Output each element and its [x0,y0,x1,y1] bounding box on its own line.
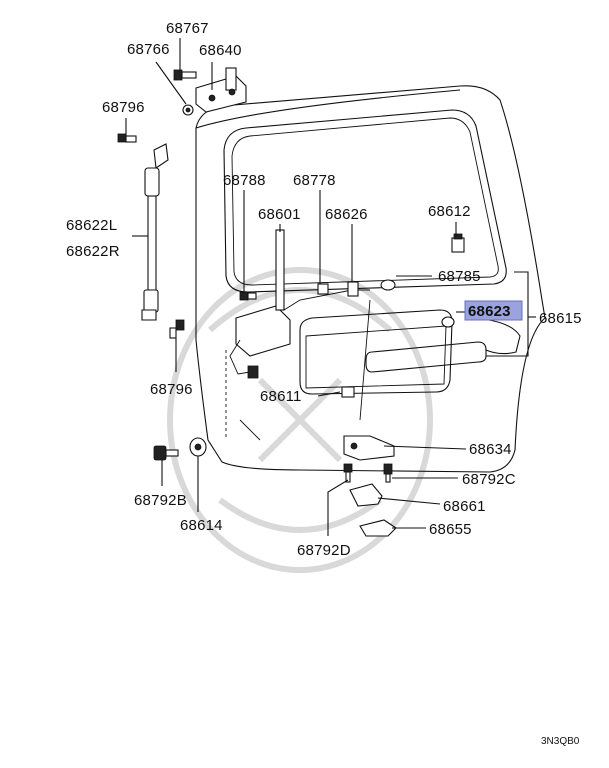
label-68796-top: 68796 [102,99,145,116]
gas-strut-68622 [141,143,169,321]
bolt-68792D [343,463,353,483]
label-68634: 68634 [469,441,512,458]
label-68655: 68655 [429,521,472,538]
label-68796-bottom: 68796 [150,381,193,398]
striker-68661 [349,483,383,507]
lock-actuator-68601 [229,229,370,379]
label-68601: 68601 [258,206,301,223]
label-68640: 68640 [199,42,242,59]
bolt-68792C [383,463,393,483]
latch-68634 [343,435,395,461]
washer-68614 [189,437,207,457]
tailgate-body [195,85,546,473]
label-68614: 68614 [180,517,223,534]
hinge-68640 [195,67,247,113]
label-68788: 68788 [223,172,266,189]
label-68626: 68626 [325,206,368,223]
bolt-68767 [173,69,197,81]
label-68612: 68612 [428,203,471,220]
label-68622R: 68622R [66,243,120,260]
label-68623: 68623 [468,303,511,320]
screw-68788 [239,291,257,301]
label-68767: 68767 [166,20,209,37]
bolt-68796-top [117,133,137,143]
diagram-code: 3N3QB0 [541,736,580,747]
nut-68766 [182,104,194,116]
label-68611: 68611 [260,388,302,405]
label-68622L: 68622L [66,217,117,234]
clip-68623 [441,316,455,328]
clip-68626 [347,281,359,297]
label-68615: 68615 [539,310,582,327]
plate-68655 [359,519,397,537]
part-number-labels: 68767 68766 68640 68796 68622L 68622R 68… [66,20,582,559]
bolt-68796-bottom [169,319,185,339]
rod-68611 [341,299,371,421]
label-68792B: 68792B [134,492,187,509]
label-68792C: 68792C [462,471,516,488]
bumper-68612 [451,233,465,253]
label-68778: 68778 [293,172,336,189]
clip-68778 [317,283,329,295]
label-68766: 68766 [127,41,170,58]
bolt-68792B [153,445,179,461]
label-68661: 68661 [443,498,486,515]
label-68792D: 68792D [297,542,351,559]
leader-lines [125,38,536,536]
clip-68785 [380,279,396,291]
highlight-box-68623 [464,300,523,321]
label-68785: 68785 [438,268,481,285]
